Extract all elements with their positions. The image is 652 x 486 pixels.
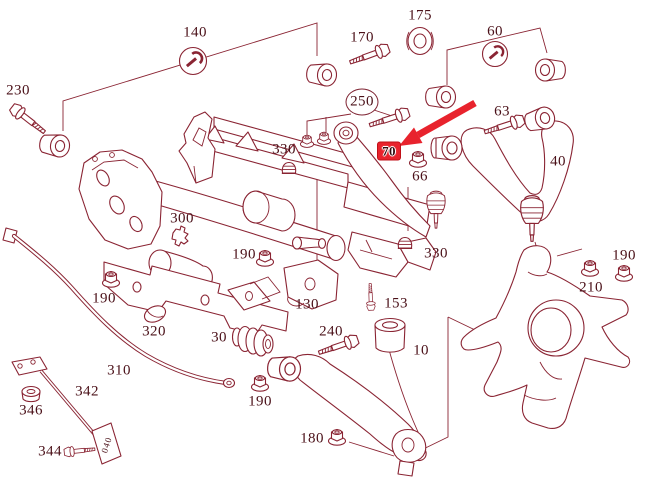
part-label-190a: 190	[232, 246, 256, 263]
ball-joint-upper	[519, 195, 545, 242]
part-label-63: 63	[494, 103, 510, 120]
part-label-230: 230	[6, 82, 30, 99]
ball-joint-link	[426, 190, 446, 229]
grommet-330a	[281, 161, 297, 175]
part-label-170: 170	[350, 29, 374, 46]
bushing-230	[37, 131, 72, 159]
bolt-344	[63, 443, 96, 458]
plug-320	[143, 305, 167, 323]
upper-control-arm-40	[430, 104, 574, 242]
part-label-30: 30	[211, 329, 227, 346]
wrench-icon-60	[481, 40, 509, 68]
part-label-310: 310	[107, 362, 131, 379]
part-label-344: 344	[38, 443, 62, 460]
bolt-230	[7, 101, 50, 139]
part-label-346: 346	[19, 402, 43, 419]
part-label-10: 10	[413, 342, 429, 359]
part-label-190b: 190	[92, 290, 116, 307]
subframe	[78, 111, 437, 335]
nut-330-left	[299, 134, 315, 148]
part-label-190c: 190	[248, 393, 272, 410]
lower-control-arm-10	[266, 317, 427, 477]
part-label-40: 40	[550, 153, 566, 170]
part-label-153: 153	[384, 295, 408, 312]
part-label-342: 342	[75, 383, 99, 400]
bushing-60-left	[425, 85, 457, 109]
nut-190c	[250, 374, 270, 392]
part-label-175: 175	[408, 7, 432, 24]
highlight-arrow	[399, 99, 477, 146]
part-label-330a: 330	[272, 141, 296, 158]
part-label-190d: 190	[612, 247, 636, 264]
part-label-240: 240	[319, 323, 343, 340]
wrench-icon-140	[178, 46, 208, 76]
nut-190d	[614, 264, 634, 282]
bolt-170	[347, 41, 392, 70]
part-label-300: 300	[170, 210, 194, 227]
grommet-330b	[397, 236, 413, 250]
bushing-60-right	[534, 58, 566, 82]
torque-strut-70	[333, 121, 446, 238]
part-label-320: 320	[142, 323, 166, 340]
nut-330-right	[316, 131, 332, 145]
part-label-250: 250	[345, 88, 379, 116]
part-label-66: 66	[412, 168, 428, 185]
nut-210	[580, 259, 600, 277]
nut-180	[327, 428, 347, 446]
stabilizer-link-342	[11, 356, 122, 465]
part-label-180: 180	[300, 430, 324, 447]
part-label-210: 210	[579, 279, 603, 296]
bushing-140	[305, 61, 338, 88]
plate-040	[91, 422, 122, 465]
nut-66	[408, 150, 428, 168]
bolt-153	[365, 283, 376, 311]
part-label-130: 130	[295, 296, 319, 313]
part-label-60: 60	[487, 23, 503, 40]
stabilizer-bar	[2, 227, 236, 389]
fasteners	[7, 26, 634, 458]
clip-300	[171, 225, 189, 247]
part-label-70: 70	[377, 141, 401, 161]
nut-190b	[101, 270, 121, 288]
bushing-175	[406, 26, 434, 56]
steering-knuckle	[460, 245, 631, 429]
part-label-330b: 330	[424, 245, 448, 262]
bushing-30	[231, 325, 274, 357]
nut-190a	[255, 249, 275, 267]
part-label-140: 140	[183, 24, 207, 41]
